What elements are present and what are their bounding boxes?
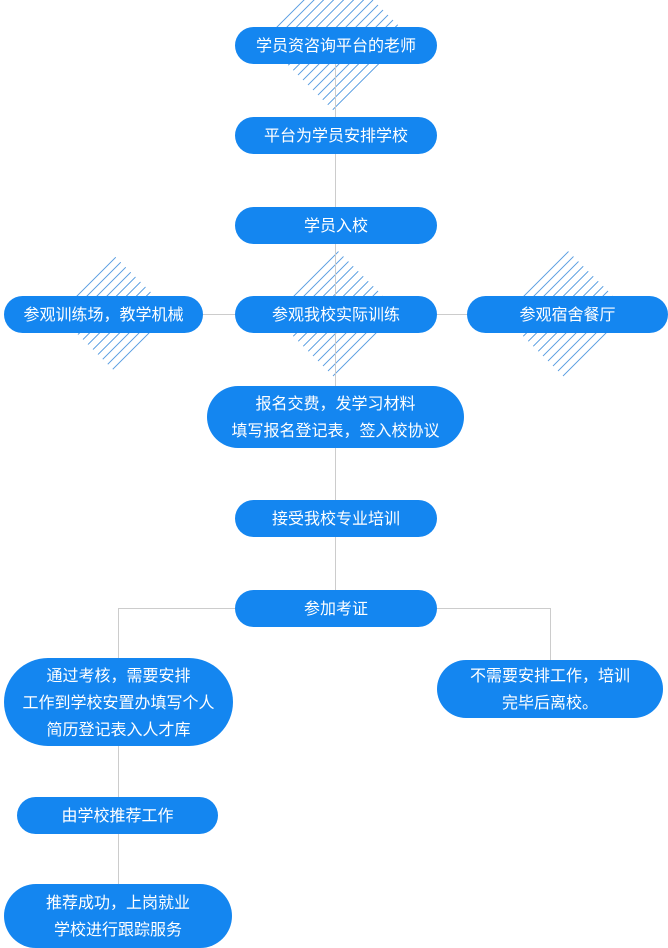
node-label-line2: 工作到学校安置办填写个人 xyxy=(22,692,215,712)
node-label-line2: 填写报名登记表，签入校协议 xyxy=(231,421,440,440)
node-label-line1: 报名交费，发学习材料 xyxy=(255,394,416,413)
node-take-certificate-exam: 参加考证 xyxy=(235,590,437,627)
node-label: 参加考证 xyxy=(303,599,368,618)
connector-receive-to-exam xyxy=(335,537,336,590)
node-label: 平台为学员安排学校 xyxy=(263,126,408,145)
node-label-line2: 完毕后离校。 xyxy=(501,693,598,712)
connector-visitground-to-training xyxy=(203,314,235,315)
node-no-work-leave-school: 不需要安排工作，培训 完毕后离校。 xyxy=(437,660,663,718)
connector-enroll-to-receive xyxy=(335,448,336,500)
node-school-recommend-job: 由学校推荐工作 xyxy=(17,797,218,834)
node-student-enter-school: 学员入校 xyxy=(235,207,437,244)
node-label-line2: 学校进行跟踪服务 xyxy=(53,920,182,939)
connector-exam-branch-left-h xyxy=(118,608,235,609)
node-label-line1: 不需要安排工作，培训 xyxy=(469,666,630,685)
node-pass-exam-arrange-work: 通过考核，需要安排 工作到学校安置办填写个人 简历登记表入人才库 xyxy=(4,658,233,746)
node-recommend-success-followup: 推荐成功，上岗就业 学校进行跟踪服务 xyxy=(4,884,232,948)
node-label-line1: 通过考核，需要安排 xyxy=(46,665,191,685)
node-label: 学员资咨询平台的老师 xyxy=(255,36,416,55)
node-label: 参观宿舍餐厅 xyxy=(519,305,616,324)
node-label: 学员入校 xyxy=(303,216,368,235)
node-label: 参观我校实际训练 xyxy=(271,305,400,324)
node-label: 接受我校专业培训 xyxy=(271,509,400,528)
connector-visit-to-enroll xyxy=(335,333,336,386)
node-label: 参观训练场，教学机械 xyxy=(23,305,184,324)
node-consult-teacher: 学员资咨询平台的老师 xyxy=(235,27,437,64)
node-label-line1: 推荐成功，上岗就业 xyxy=(45,893,190,912)
node-platform-arrange-school: 平台为学员安排学校 xyxy=(235,117,437,154)
connector-exam-branch-right-v xyxy=(550,608,551,660)
node-receive-professional-training: 接受我校专业培训 xyxy=(235,500,437,537)
connector-enter-to-visit xyxy=(335,244,336,296)
node-visit-dormitory-canteen: 参观宿舍餐厅 xyxy=(467,296,668,333)
node-label-line3: 简历登记表入人才库 xyxy=(46,719,191,739)
node-visit-training-ground: 参观训练场，教学机械 xyxy=(4,296,203,333)
connector-exam-branch-right-h xyxy=(437,608,550,609)
connector-recommend-to-success xyxy=(118,834,119,884)
node-label: 由学校推荐工作 xyxy=(61,806,174,825)
connector-training-to-dorm xyxy=(437,314,467,315)
connector-consult-to-arrange xyxy=(335,64,336,117)
node-enroll-pay-materials: 报名交费，发学习材料 填写报名登记表，签入校协议 xyxy=(207,386,464,448)
node-visit-actual-training: 参观我校实际训练 xyxy=(235,296,437,333)
connector-exam-branch-left-v xyxy=(118,608,119,658)
connector-arrange-to-enter xyxy=(335,154,336,207)
connector-pass-to-recommend xyxy=(118,746,119,797)
